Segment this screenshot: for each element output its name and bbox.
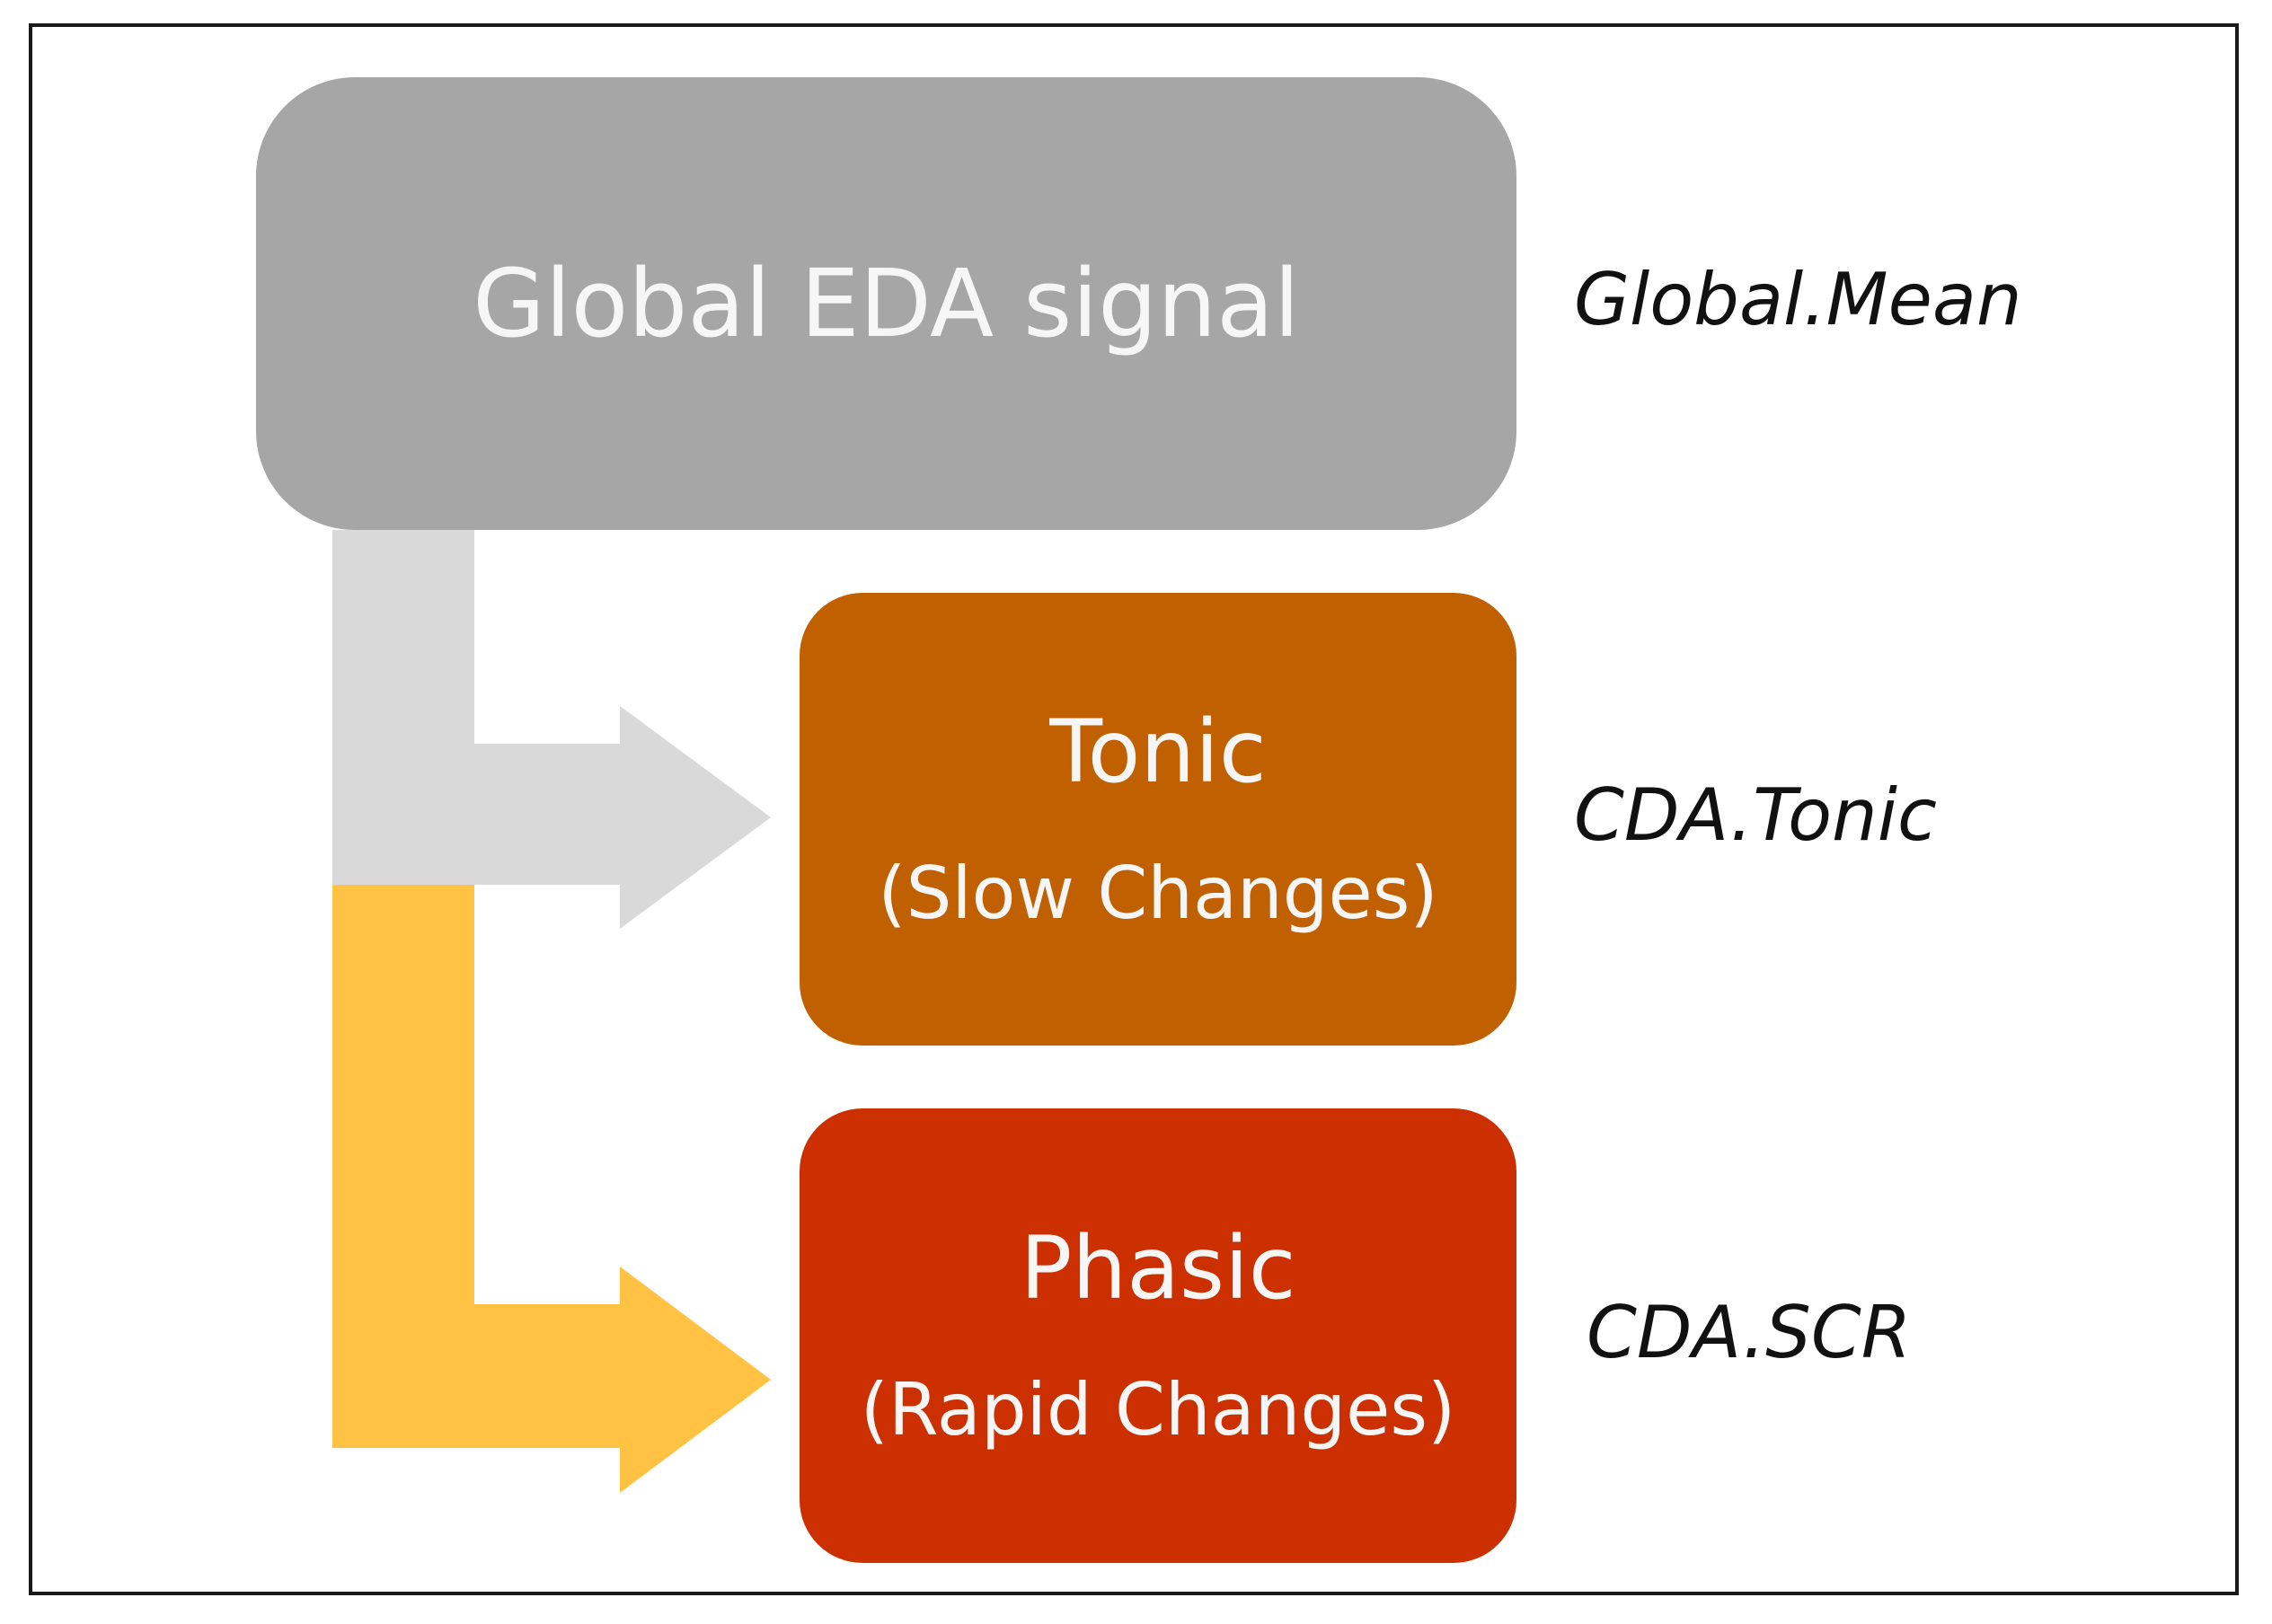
- tonic-variable-label: CDA.Tonic: [1574, 773, 1937, 857]
- tonic-node: Tonic (Slow Changes): [800, 593, 1516, 1046]
- global-variable-label: Global.Mean: [1574, 258, 2022, 341]
- phasic-variable-label: CDA.SCR: [1587, 1291, 1912, 1374]
- phasic-arrow: [332, 885, 771, 1493]
- phasic-node: Phasic (Rapid Changes): [800, 1108, 1516, 1563]
- phasic-subtitle: (Rapid Changes): [860, 1367, 1456, 1452]
- global-eda-node: Global EDA signal: [256, 77, 1516, 530]
- phasic-title: Phasic: [1020, 1218, 1296, 1320]
- tonic-subtitle: (Slow Changes): [878, 851, 1438, 935]
- global-eda-title: Global EDA signal: [473, 248, 1300, 358]
- tonic-title: Tonic: [1049, 702, 1267, 803]
- tonic-arrow: [332, 530, 771, 929]
